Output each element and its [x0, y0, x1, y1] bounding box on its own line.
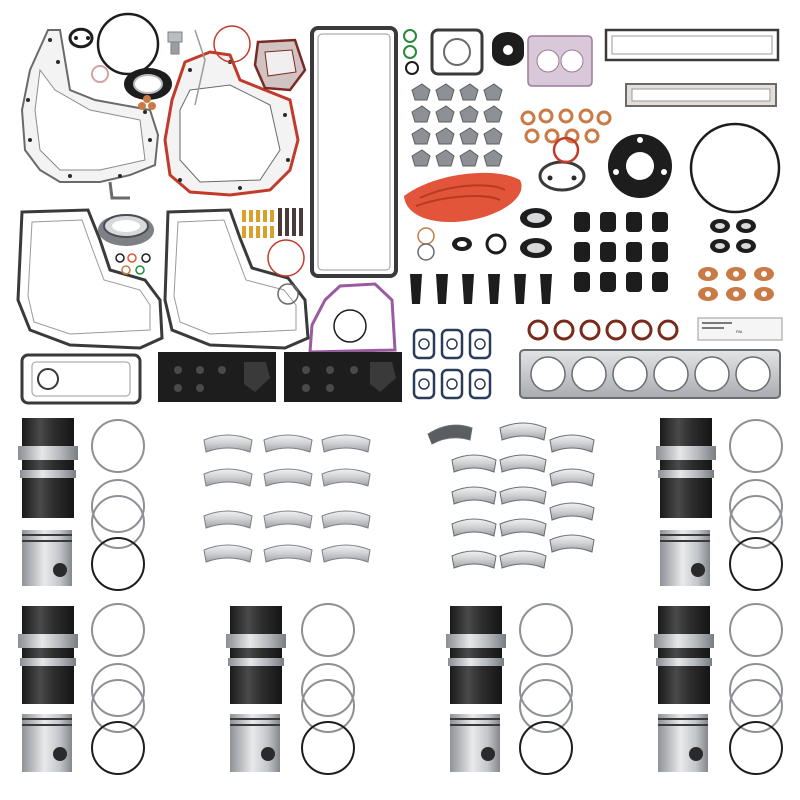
- crank-seal-front: [98, 214, 154, 246]
- o-ring-gray: [277, 283, 299, 305]
- cylinder-liner: [226, 606, 286, 704]
- exhaust-flange-gasket-pink: [527, 35, 593, 87]
- piston-ring-set: [729, 419, 783, 591]
- flywheel-housing-gasket-left: [16, 208, 164, 350]
- piston: [22, 714, 72, 772]
- large-o-ring: [96, 12, 160, 76]
- liner-o-rings-brown: [527, 319, 679, 341]
- stem-seals-small-right: [710, 219, 756, 253]
- cylinder-liner: [18, 606, 78, 704]
- valve-cover-gasket-lower: [625, 83, 777, 107]
- cylinder-liner: [654, 606, 714, 704]
- piston-ring-set: [729, 603, 783, 775]
- oil-cooler-gasket-black-1: [158, 352, 276, 402]
- cylinder-liner: [656, 418, 716, 518]
- turbo-oil-drain-gasket: [492, 32, 524, 66]
- rod-bearings: [203, 434, 371, 563]
- copper-washers-small: [138, 95, 156, 110]
- dowel-pins-brass: [242, 210, 274, 238]
- o-ring-medium: [213, 25, 251, 63]
- main-bearings: [427, 422, 595, 569]
- crank-seal-ring: [552, 136, 580, 164]
- oil-filter-head-gasket: [538, 160, 586, 192]
- rear-crank-seal: [124, 68, 172, 100]
- flywheel-housing-gasket-right: [163, 208, 310, 350]
- cylinder-kit-1: [18, 418, 145, 591]
- rear-seal-carrier-gasket: [308, 282, 397, 354]
- piston-ring-set: [91, 603, 145, 775]
- head-gasket: [519, 349, 781, 399]
- kit-label-text: PAI: [736, 329, 742, 334]
- rocker-housing-gaskets: [411, 83, 503, 167]
- valve-cover-gasket-top: [604, 28, 780, 62]
- o-ring-extra-large: [689, 122, 781, 214]
- small-o-rings-cluster: [115, 253, 151, 275]
- oil-seals-misc: [417, 208, 552, 261]
- piston-ring-set: [301, 603, 355, 775]
- piston-ring-set: [519, 603, 573, 775]
- oil-cooler-gasket-frame: [20, 353, 142, 405]
- valve-stem-seals: [574, 212, 668, 292]
- cylinder-kit-5: [446, 603, 573, 775]
- pink-o-ring: [91, 65, 109, 83]
- copper-injector-seals: [520, 108, 612, 144]
- cylinder-kit-2: [656, 418, 783, 591]
- cylinder-kit-3: [18, 603, 145, 775]
- piston: [450, 714, 500, 772]
- accessory-drive-gasket: [608, 134, 672, 198]
- oil-pan-gasket: [310, 26, 398, 278]
- kit-label-card: PAI: [697, 317, 783, 341]
- exhaust-manifold-gaskets: [412, 328, 492, 400]
- piston: [658, 714, 708, 772]
- piston: [22, 530, 72, 586]
- cylinder-kit-6: [654, 603, 783, 775]
- water-outlet-gasket: [430, 28, 484, 76]
- o-rings-green: [403, 29, 419, 75]
- small-cover-gasket: [68, 27, 94, 49]
- oil-cooler-gasket-black-2: [284, 352, 402, 402]
- o-ring-large-red: [267, 239, 305, 277]
- silicone-sealant-strip: [404, 172, 522, 222]
- pressure-relief-plug: [167, 31, 183, 55]
- thin-gasket-strip: [194, 29, 206, 106]
- piston: [660, 530, 710, 586]
- cylinder-liner: [18, 418, 78, 518]
- cylinder-liner: [446, 606, 506, 704]
- gear-housing-gasket: [20, 29, 160, 200]
- thermostat-housing-gasket: [253, 38, 307, 92]
- dark-dowel-pins: [278, 208, 303, 236]
- piston: [230, 714, 280, 772]
- cylinder-kit-4: [226, 603, 355, 775]
- gasket-bolt-holes: [26, 38, 152, 178]
- injector-sleeves: [410, 274, 552, 304]
- copper-washer-holes: [705, 271, 767, 297]
- piston-ring-set: [91, 419, 145, 591]
